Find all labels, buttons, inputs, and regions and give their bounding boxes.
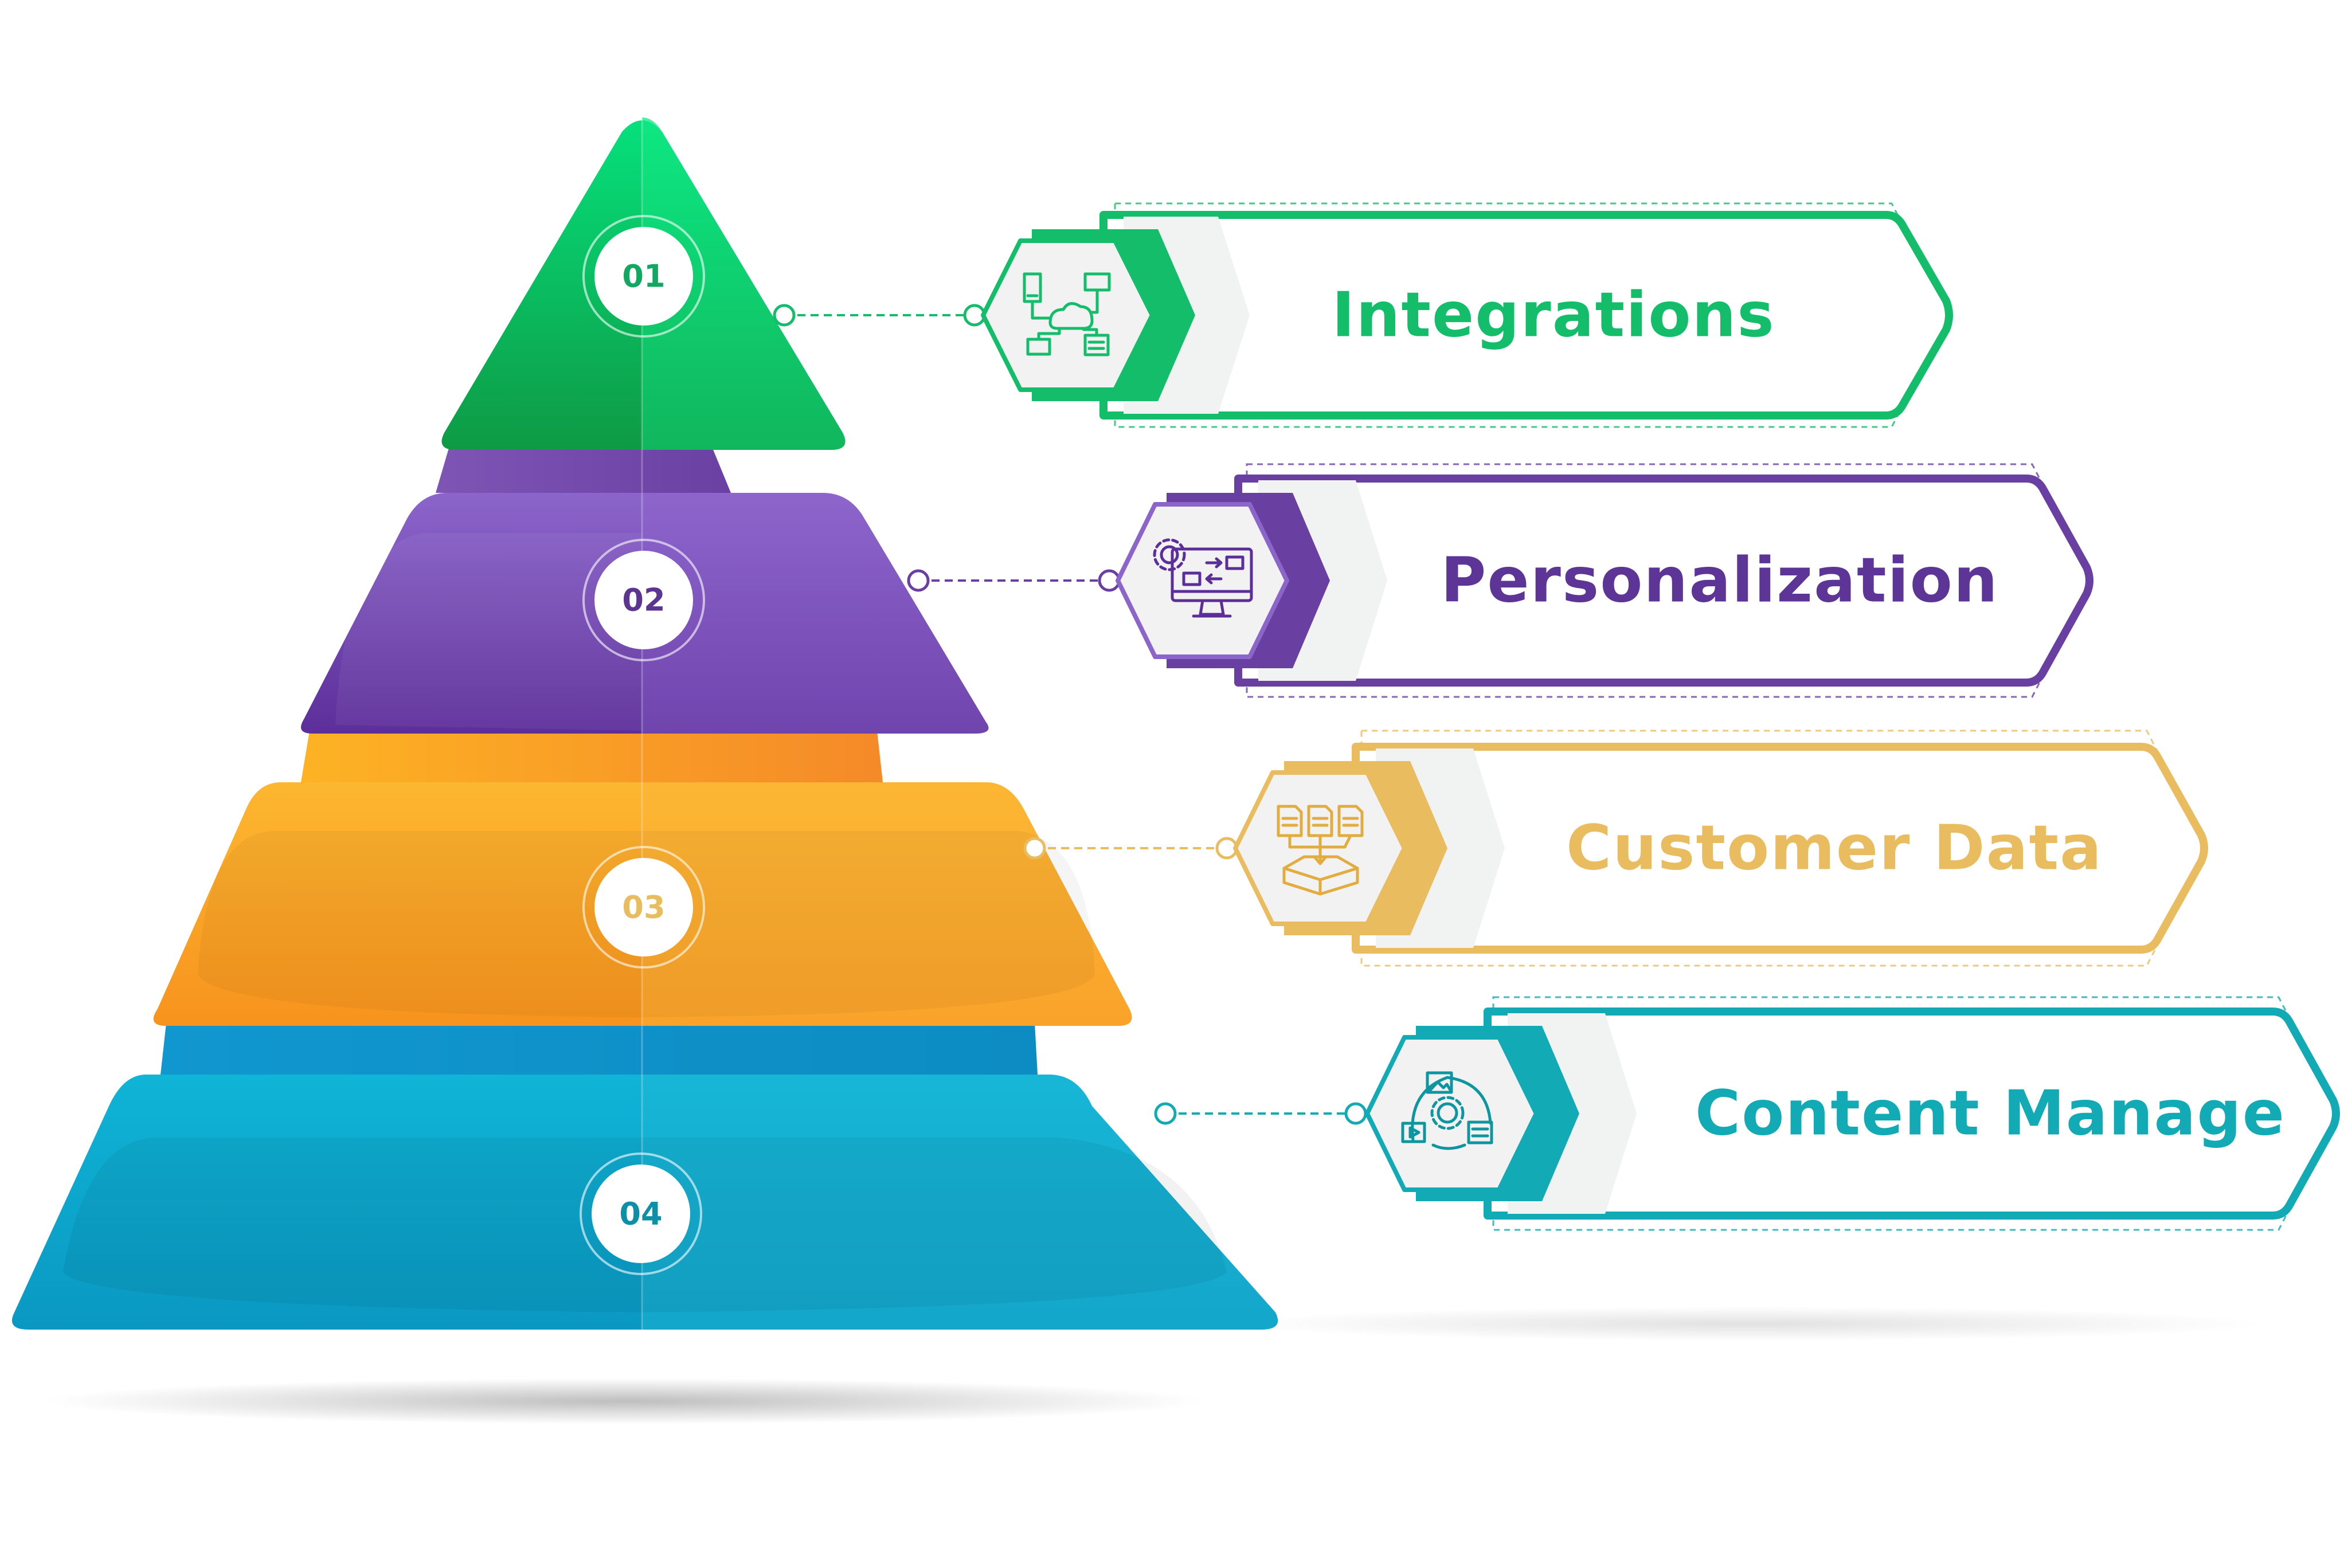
level-badge-4: 04: [580, 1153, 702, 1275]
level-badge-1: 01: [582, 215, 705, 338]
monitor-settings-icon: [1153, 538, 1253, 618]
content-management-icon: [1401, 1071, 1493, 1150]
level-row-3: Customer Data: [1023, 730, 2208, 967]
tier-joint-3-4: [161, 1023, 1038, 1075]
level-row-2: Personalization: [907, 463, 2093, 698]
level-number-3: 03: [622, 889, 665, 926]
level-badge-3: 03: [582, 846, 705, 969]
level-label-2: Personalization: [1441, 545, 1998, 617]
level-number-2: 02: [622, 582, 665, 618]
documents-database-icon: [1277, 805, 1364, 896]
level-label-3: Customer Data: [1566, 813, 2103, 884]
level-row-4: Content Manage: [1154, 996, 2340, 1231]
pyramid-tier-4: [11, 1075, 1278, 1330]
network-integration-icon: [1023, 272, 1111, 356]
pyramid-shadow: [46, 1378, 1204, 1424]
tiers-shadow: [1232, 1307, 2264, 1341]
level-badge-2: 02: [582, 539, 705, 661]
level-number-4: 04: [619, 1196, 662, 1232]
level-number-1: 01: [622, 258, 665, 295]
tier-joint-1-2: [436, 444, 731, 493]
tier-joint-2-3: [301, 731, 883, 782]
level-label-4: Content Manage: [1695, 1078, 2286, 1150]
level-label-1: Integrations: [1332, 280, 1775, 351]
level-row-1: Integrations: [773, 202, 1953, 428]
